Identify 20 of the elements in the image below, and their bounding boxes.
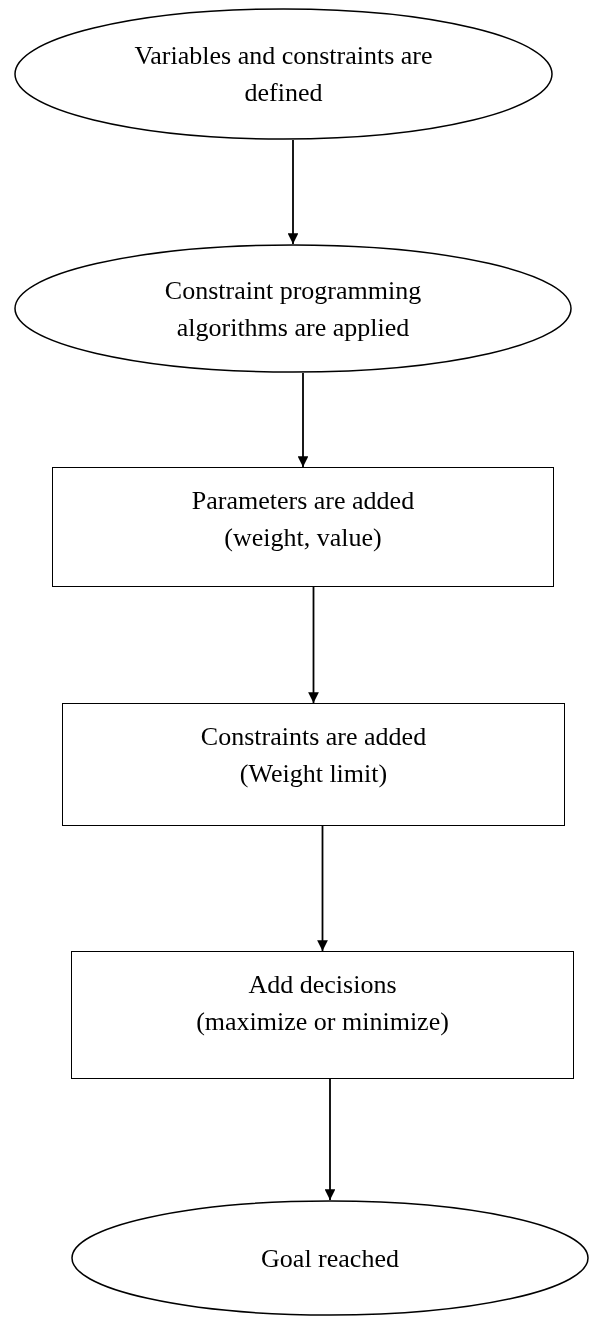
arrow — [297, 372, 309, 468]
step-text: Constraints are added — [200, 721, 427, 753]
step-text: Variables and constraints are defined — [133, 40, 434, 109]
process-box — [71, 951, 574, 1079]
process-box — [52, 467, 554, 587]
terminal-ellipse — [14, 244, 572, 373]
step-text: (weight, value) — [224, 522, 382, 554]
step-text: Add decisions — [248, 969, 397, 1001]
step-text: Goal reached — [261, 1242, 399, 1275]
terminal-ellipse — [14, 8, 553, 140]
step-text: Parameters are added — [191, 485, 415, 517]
terminal-ellipse — [71, 1200, 589, 1316]
step-text: (maximize or minimize) — [196, 1006, 449, 1038]
process-box — [62, 703, 565, 826]
arrow — [287, 139, 299, 245]
arrow — [324, 1078, 336, 1201]
arrow — [308, 586, 319, 704]
step-text: (Weight limit) — [239, 758, 388, 790]
arrow — [317, 825, 328, 952]
step-text: Constraint programming algorithms are applied — [163, 274, 423, 344]
